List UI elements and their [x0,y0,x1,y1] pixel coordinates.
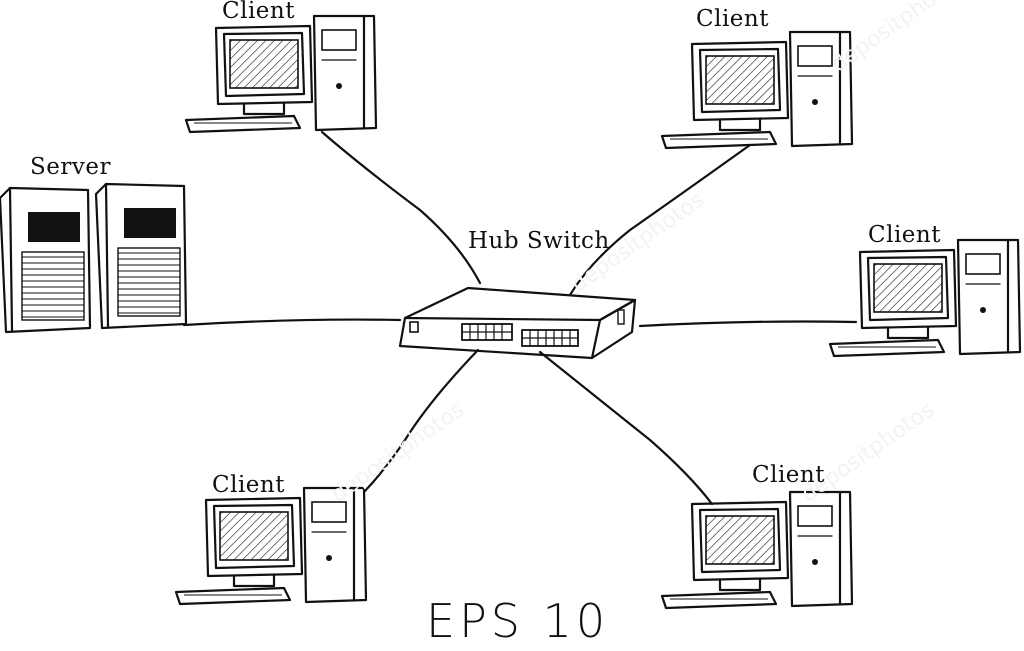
cable-client-bottom-left [362,348,480,494]
label-client-right: Client [868,222,941,248]
label-server: Server [30,154,111,180]
cable-client-top-right [568,143,752,297]
client-bottom-right [660,490,854,610]
label-eps: EPS 10 [426,594,610,648]
label-hub-switch: Hub Switch [468,228,610,254]
client-right [828,238,1022,358]
cable-client-bottom-right [538,350,714,506]
server-tower-2 [94,182,188,330]
hub-switch [398,286,637,360]
client-top-right [660,30,854,150]
cable-client-right [638,320,858,328]
client-top-left [184,14,378,134]
cable-client-top-left [320,130,482,285]
label-client-top-right: Client [696,6,769,32]
client-bottom-left [174,486,368,606]
cable-server [182,318,402,327]
label-client-bottom-left: Client [212,472,285,498]
server-tower-1 [0,186,92,334]
hub-ports [461,323,579,347]
label-client-top-left: Client [222,0,295,24]
label-client-bottom-right: Client [752,462,825,488]
